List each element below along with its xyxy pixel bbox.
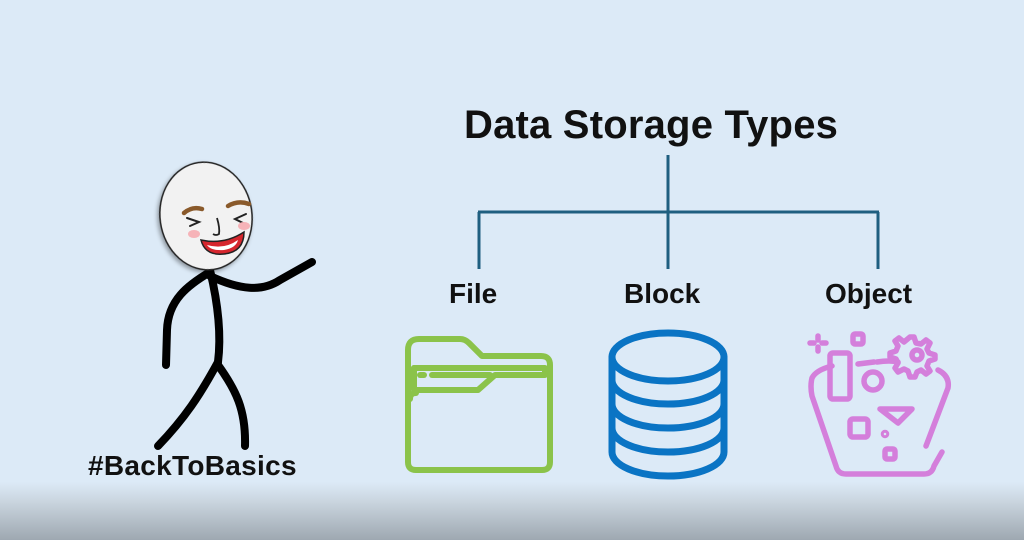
- head: [159, 161, 253, 271]
- database-icon: [608, 329, 728, 480]
- bottom-gradient-band: [0, 482, 1024, 540]
- left-arm: [162, 268, 214, 369]
- folder-icon: [405, 336, 553, 473]
- branch-label-file: File: [449, 278, 498, 309]
- branch-label-object: Object: [825, 278, 913, 309]
- right-arm: [206, 258, 316, 292]
- left-leg: [154, 358, 222, 450]
- object-storage-icon: [807, 331, 952, 477]
- hashtag-caption: #BackToBasics: [88, 450, 297, 481]
- branch-label-block: Block: [624, 278, 701, 309]
- diagram-title: Data Storage Types: [464, 103, 839, 147]
- right-leg: [214, 361, 250, 450]
- laughing-stick-figure-icon: [154, 161, 316, 450]
- torso: [206, 266, 224, 366]
